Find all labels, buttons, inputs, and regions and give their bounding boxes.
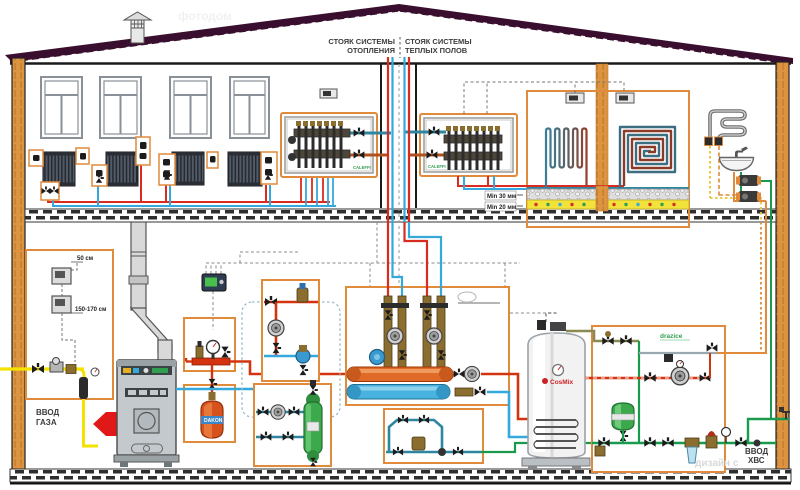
svg-text:CALEFFI: CALEFFI xyxy=(428,164,446,169)
svg-text:Min 20 мм: Min 20 мм xyxy=(487,205,517,211)
svg-text:дизайн с: дизайн с xyxy=(695,458,739,469)
svg-text:CosMix: CosMix xyxy=(550,379,574,386)
svg-text:Min 30 мм: Min 30 мм xyxy=(487,194,517,200)
svg-text:ГАЗА: ГАЗА xyxy=(36,418,57,427)
svg-text:ОТОПЛЕНИЯ: ОТОПЛЕНИЯ xyxy=(347,46,395,55)
svg-text:CALEFFI: CALEFFI xyxy=(353,165,371,170)
svg-text:drazice: drazice xyxy=(660,333,683,340)
svg-text:ТЕПЛЫХ ПОЛОВ: ТЕПЛЫХ ПОЛОВ xyxy=(405,46,468,55)
svg-text:ВВОД: ВВОД xyxy=(36,408,59,417)
svg-text:фотодом: фотодом xyxy=(178,9,232,23)
svg-text:СТОЯК СИСТЕМЫ: СТОЯК СИСТЕМЫ xyxy=(328,37,395,46)
svg-text:DAKON: DAKON xyxy=(204,418,223,424)
svg-text:ВВОД: ВВОД xyxy=(745,447,768,456)
svg-text:СТОЯК СИСТЕМЫ: СТОЯК СИСТЕМЫ xyxy=(405,37,472,46)
svg-text:ХВС: ХВС xyxy=(748,456,765,465)
svg-text:50 см: 50 см xyxy=(77,256,94,262)
svg-text:150-170 см: 150-170 см xyxy=(75,307,107,313)
